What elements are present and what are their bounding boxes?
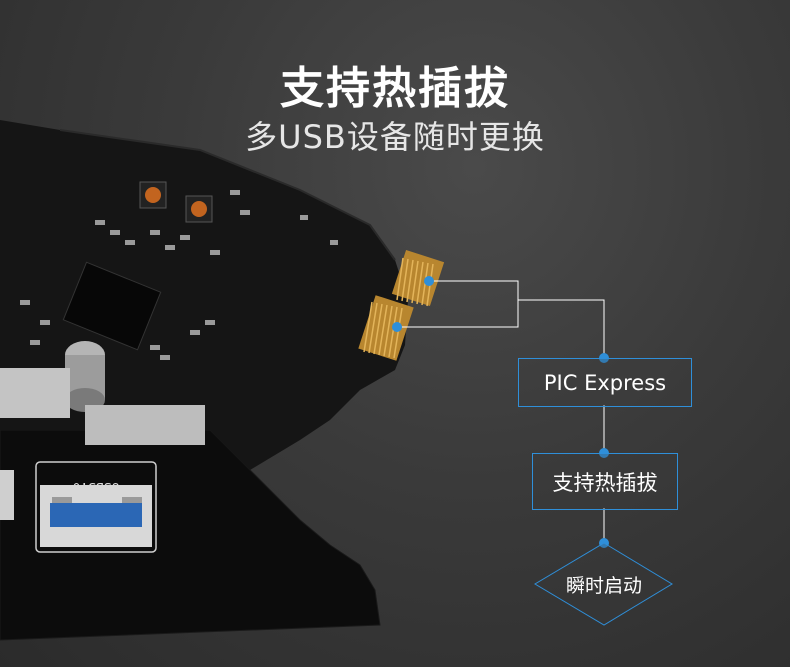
controller-chip	[62, 261, 162, 351]
usb-housing	[0, 368, 70, 418]
gold-fingers-upper	[391, 249, 445, 307]
page-subtitle: 多USB设备随时更换	[245, 118, 545, 156]
flow-box-hot-swap: 支持热插拔	[532, 453, 678, 510]
connector-lines	[397, 280, 605, 543]
flow-diamond-instant-start: 瞬时启动	[565, 574, 642, 597]
usb3-port-partial	[0, 470, 14, 520]
gold-fingers-lower	[358, 295, 414, 361]
usb-port-frame	[35, 461, 157, 553]
page-title: 支持热插拔	[280, 63, 510, 114]
usb-housing	[85, 405, 205, 445]
diamond-shape	[534, 542, 673, 626]
smd-components	[20, 190, 338, 360]
flow-box-pci-express: PIC Express	[518, 358, 692, 407]
